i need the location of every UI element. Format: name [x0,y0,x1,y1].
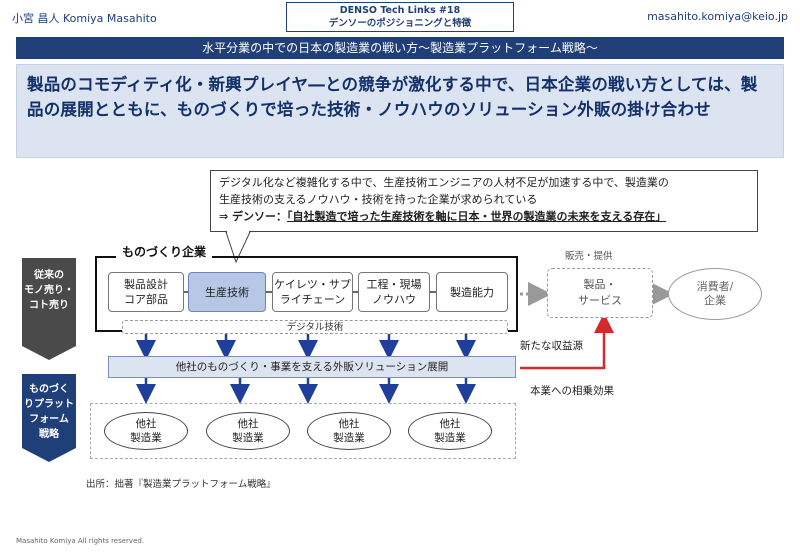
side-top-line-1: 従来の [34,270,64,281]
other-manufacturer-1: 他社製造業 [104,412,188,450]
component-line: 製造能力 [450,285,494,299]
oval-line: 他社 [135,418,157,430]
oval-line: 製造業 [232,432,264,444]
consumer-oval: 消費者/企業 [668,268,762,320]
lead-text: 製品のコモディティ化・新興プレイヤ―との競争が激化する中で、日本企業の戦い方とし… [27,75,758,119]
external-solution-bar: 他社のものづくり・事業を支える外販ソリューション展開 [108,356,516,378]
author-email: masahito.komiya@keio.jp [647,10,788,23]
consumer-line: 消費者/ [696,280,734,293]
product-line: 製品・ [583,278,617,291]
product-service-box: 製品・サービス [547,268,653,318]
oval-line: 他社 [237,418,259,430]
other-manufacturer-3: 他社製造業 [307,412,391,450]
side-bottom-line-2: りプラット [24,399,74,410]
side-bottom-line-3: フォーム [29,414,69,425]
new-revenue-arrow [520,313,614,370]
oval-line: 他社 [439,418,461,430]
lead-box: 製品のコモディティ化・新興プレイヤ―との競争が激化する中で、日本企業の戦い方とし… [16,64,784,158]
component-line: ノウハウ [372,293,416,306]
oval-line: 製造業 [434,432,466,444]
side-bottom-line-1: ものづく [29,384,69,395]
new-revenue-label: 新たな収益源 [520,340,583,352]
source-note: 出所：拙著『製造業プラットフォーム戦略』 [86,479,276,490]
side-top-line-3: コト売り [29,300,69,311]
callout-line-2: 生産技術の支えるノウハウ・技術を持った企業が求められている [219,193,538,206]
side-label-traditional: 従来の モノ売り・ コト売り [22,268,76,313]
component-line: ライチェーン [279,293,346,306]
side-label-platform: ものづく りプラット フォーム 戦略 [22,382,76,442]
copyright: Masahito Komiya All rights reserved. [16,537,145,545]
author-name: 小宮 昌人 Komiya Masahito [12,12,157,25]
series-topic: デンソーのポジショニングと特徴 [328,18,472,29]
oval-line: 製造業 [333,432,365,444]
oval-line: 他社 [338,418,360,430]
oval-line: 製造業 [130,432,162,444]
callout-prefix: ⇒ デンソー： [219,210,288,223]
monozukuri-title: ものづくり企業 [116,243,213,260]
series-title: DENSO Tech Links #18 [339,5,461,16]
component-line: コア部品 [124,293,168,306]
component-line: 工程・現場 [366,278,422,291]
side-bottom-line-4: 戦略 [39,429,59,440]
other-manufacturer-2: 他社製造業 [206,412,290,450]
component-keiretsu-supply-chain: ケイレツ・サプライチェーン [272,272,353,312]
callout-line-1: デジタル化など複雑化する中で、生産技術エンジニアの人材不足が加速する中で、製造業… [219,176,669,189]
side-top-line-2: モノ売り・ [24,285,74,296]
callout-emphasis: 「自社製造で培った生産技術を軸に日本・世界の製造業の未来を支える存在」 [287,210,667,223]
side-arrow-platform [22,374,76,462]
component-line: 製品設計 [124,278,168,291]
sales-provision-label: 販売・提供 [565,251,613,262]
component-line: ケイレツ・サプ [274,278,351,291]
component-production-tech: 生産技術 [188,272,266,312]
component-product-design: 製品設計コア部品 [108,272,184,312]
callout-box: デジタル化など複雑化する中で、生産技術エンジニアの人材不足が加速する中で、製造業… [210,170,758,232]
digital-tech-bar: デジタル技術 [122,320,508,334]
section-banner: 水平分業の中での日本の製造業の戦い方～製造業プラットフォーム戦略～ [16,37,784,59]
series-title-box: DENSO Tech Links #18 デンソーのポジショニングと特徴 [286,2,514,32]
other-manufacturers-area [90,403,516,459]
component-process-knowhow: 工程・現場ノウハウ [358,272,430,312]
callout-line-3: ⇒ デンソー：「自社製造で培った生産技術を軸に日本・世界の製造業の未来を支える存… [219,208,749,225]
product-line: サービス [578,294,622,307]
synergy-label: 本業への相乗効果 [530,385,614,397]
component-line: 生産技術 [205,285,249,299]
side-arrow-traditional [22,258,76,360]
component-manufacturing-capacity: 製造能力 [436,272,508,312]
other-manufacturer-4: 他社製造業 [408,412,492,450]
consumer-line: 企業 [704,294,726,307]
